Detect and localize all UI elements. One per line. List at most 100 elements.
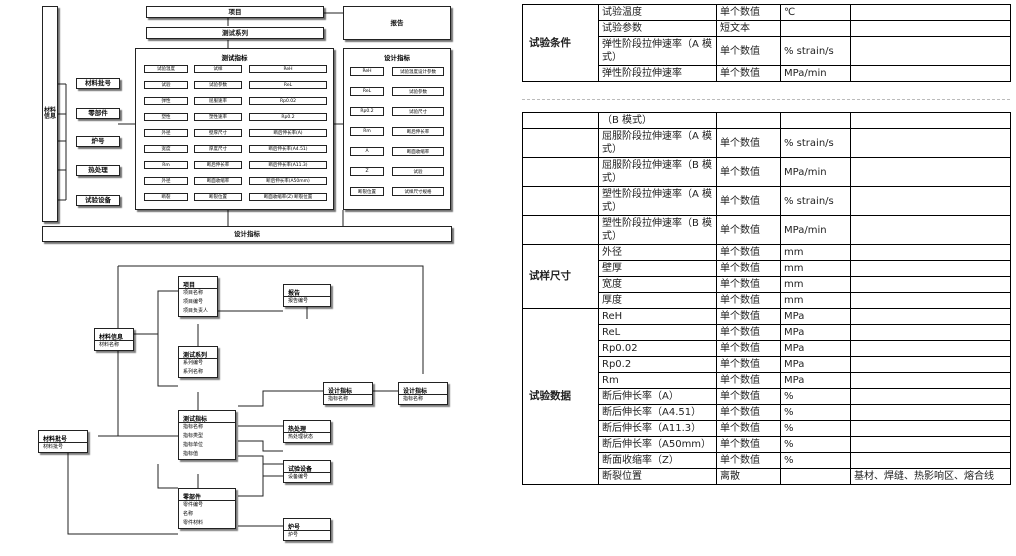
- test-indicator-cell: 屈服速率: [194, 97, 242, 105]
- left-item-2: 炉号: [76, 136, 120, 147]
- group-label: 试验条件: [522, 4, 599, 82]
- param-name-cell: 壁厚: [598, 260, 717, 277]
- note-cell: [850, 4, 1011, 21]
- param-name-cell: 试验温度: [598, 4, 717, 21]
- unit-cell: %: [780, 404, 851, 421]
- test-indicator-cell: 断裂: [144, 193, 188, 201]
- er-entity-field: 指标名称: [403, 396, 424, 402]
- note-cell: [850, 65, 1011, 82]
- er-entity-title: 设计指标: [324, 383, 372, 395]
- design-indicator-cell: Rp0.2: [350, 107, 384, 116]
- param-name-cell: 试验参数: [598, 20, 717, 37]
- param-name-cell: ReH: [598, 308, 717, 325]
- test-indicator-cell: 断面收缩率: [194, 177, 242, 185]
- er-entity-field: 炉号: [288, 532, 299, 538]
- test-series-box: 测试系列: [146, 27, 324, 39]
- er-entity: 炉号炉号: [283, 518, 331, 541]
- value-type-cell: [716, 112, 781, 129]
- er-entity-title: 炉号: [284, 519, 330, 531]
- note-cell: [850, 292, 1011, 309]
- note-cell: [850, 112, 1011, 129]
- unit-cell: MPa: [780, 340, 851, 357]
- value-type-cell: 单个数值: [716, 388, 781, 405]
- group-continuation-cell: [522, 186, 599, 216]
- unit-cell: %: [780, 420, 851, 437]
- er-entity-title: 材料批号: [39, 431, 87, 443]
- test-indicator-cell: 断后伸长率(A50mm): [249, 177, 327, 185]
- value-type-cell: 单个数值: [716, 4, 781, 21]
- er-entity: 设计指标指标名称: [398, 382, 448, 405]
- param-name-cell: ReL: [598, 324, 717, 341]
- note-cell: 基材、焊缝、热影响区、熔合线: [850, 468, 1011, 485]
- unit-cell: MPa: [780, 324, 851, 341]
- test-indicator-cell: 试样: [194, 65, 242, 73]
- er-entity-title: 项目: [179, 277, 217, 289]
- test-indicator-cell: 外径: [144, 129, 188, 137]
- test-indicator-cell: 厚度尺寸: [194, 145, 242, 153]
- test-indicator-cell: 试验: [144, 81, 188, 89]
- note-cell: [850, 452, 1011, 469]
- left-item-4: 试验设备: [76, 195, 120, 206]
- note-cell: [850, 157, 1011, 187]
- er-entity: 热处理热处理状态: [283, 420, 331, 443]
- design-indicators-title: 设计指标: [384, 54, 410, 62]
- note-cell: [850, 388, 1011, 405]
- note-cell: [850, 436, 1011, 453]
- er-entity-field: 材料批号: [43, 444, 64, 450]
- param-name-cell: 厚度: [598, 292, 717, 309]
- er-entity-field: 材料名称: [99, 342, 120, 348]
- table-row: 断后伸长率（A50mm）单个数值%: [523, 436, 1011, 453]
- er-entity: 零部件零件编号名称零件材料: [178, 488, 236, 529]
- param-name-cell: 弹性阶段拉伸速率（A 模式）: [598, 36, 717, 66]
- unit-cell: % strain/s: [780, 186, 851, 216]
- er-entity: 试验设备设备编号: [283, 460, 331, 483]
- er-entity-field: 系列编号: [183, 360, 204, 366]
- unit-cell: MPa: [780, 356, 851, 373]
- table-row: 断面收缩率（Z）单个数值%: [523, 452, 1011, 469]
- test-indicator-cell: ReL: [249, 81, 327, 89]
- value-type-cell: 单个数值: [716, 157, 781, 187]
- er-entity: 材料信息材料名称: [94, 328, 134, 351]
- test-indicator-cell: 弹性: [144, 97, 188, 105]
- design-indicator-cell: 试验: [392, 167, 444, 176]
- design-indicator-cell: 试验参数: [392, 87, 444, 96]
- param-name-cell: Rm: [598, 372, 717, 389]
- test-indicator-cell: 宽度: [144, 145, 188, 153]
- test-indicator-cell: 试验参数: [194, 81, 242, 89]
- left-item-3: 热处理: [76, 165, 120, 176]
- design-indicator-cell: ReL: [350, 87, 384, 96]
- er-entity-title: 试验设备: [284, 461, 330, 473]
- unit-cell: MPa: [780, 308, 851, 325]
- er-entity: 报告报告编号: [283, 284, 331, 307]
- er-entity-title: 报告: [284, 285, 330, 297]
- design-indicator-cell: 断后伸长率: [392, 127, 444, 136]
- value-type-cell: 离散: [716, 468, 781, 485]
- er-entity-field: 指标类型: [183, 433, 204, 439]
- param-name-cell: Rp0.2: [598, 356, 717, 373]
- note-cell: [850, 308, 1011, 325]
- param-name-cell: 断面收缩率（Z）: [598, 452, 717, 469]
- er-entity: 设计指标指标名称: [323, 382, 373, 405]
- unit-cell: [780, 468, 851, 485]
- note-cell: [850, 36, 1011, 66]
- group-continuation-cell: [522, 112, 599, 129]
- design-indicators-bar: 设计指标: [42, 226, 452, 242]
- left-item-1: 零部件: [76, 108, 120, 119]
- note-cell: [850, 215, 1011, 245]
- param-name-cell: 断裂位置: [598, 468, 717, 485]
- note-cell: [850, 260, 1011, 277]
- unit-cell: [780, 20, 851, 37]
- er-entity-field: 热处理状态: [288, 434, 314, 440]
- group-continuation-cell: [522, 157, 599, 187]
- test-indicator-cell: 断后伸长率(A11.3): [249, 161, 327, 169]
- unit-cell: %: [780, 436, 851, 453]
- note-cell: [850, 372, 1011, 389]
- unit-cell: mm: [780, 244, 851, 261]
- table-row: （B 模式）: [522, 112, 1011, 129]
